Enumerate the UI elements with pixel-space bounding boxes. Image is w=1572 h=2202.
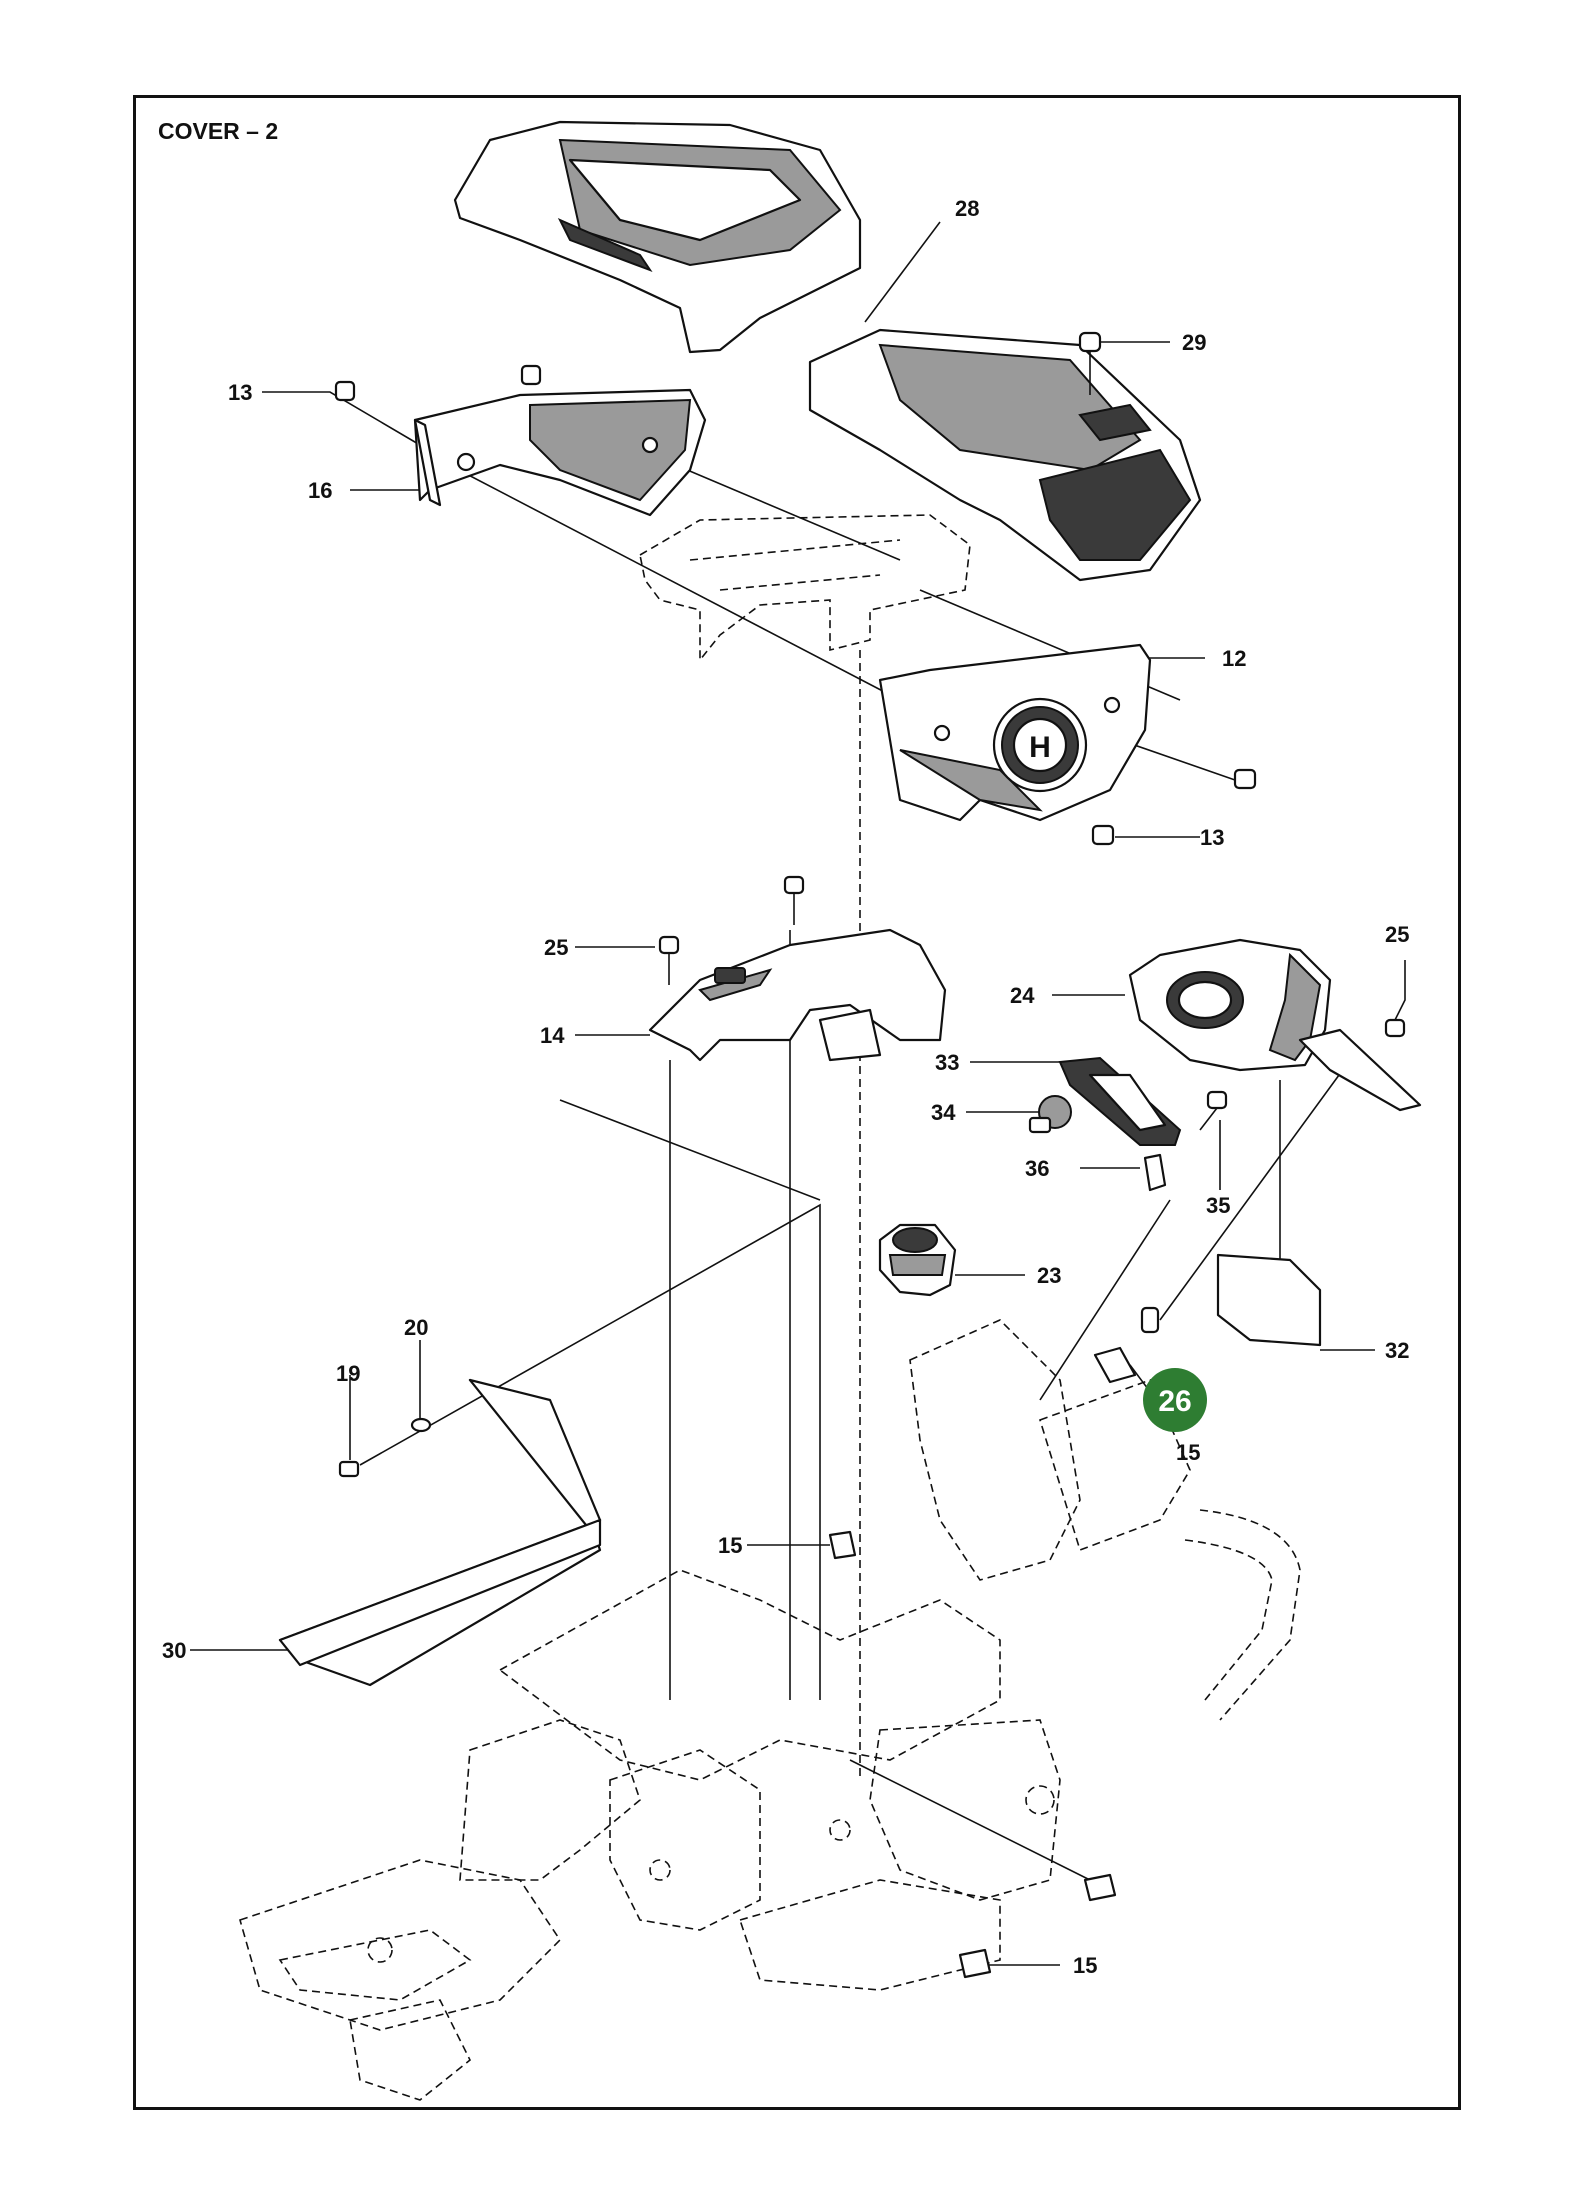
label-part-19: 19: [336, 1361, 360, 1386]
label-part-14: 14: [540, 1023, 565, 1048]
part-29-screw: [1078, 331, 1102, 395]
svg-text:H: H: [1029, 731, 1051, 764]
part-12-front-cover: H: [878, 643, 1152, 822]
label-part-16: 16: [308, 478, 332, 503]
part-36-clip: [1143, 1153, 1167, 1192]
part-35-screw: [1199, 1090, 1228, 1131]
part-16-bracket-cover: [413, 388, 707, 517]
label-part-26: 26: [1158, 1385, 1191, 1418]
part-13-screws-upper: [334, 364, 542, 402]
label-part-20: 20: [404, 1315, 428, 1340]
part-30-floor-plate: [278, 1378, 602, 1687]
label-part-29: 29: [1182, 330, 1206, 355]
highlight-circle: [1143, 1368, 1207, 1432]
label-part-34: 34: [931, 1100, 956, 1125]
label-part-25-left: 25: [544, 935, 568, 960]
leader-lines: [190, 221, 1406, 1966]
part-25-screws: [658, 875, 1406, 1038]
part-24-column-cover: [1128, 938, 1422, 1112]
part-15-clip-mid: [828, 1530, 857, 1560]
chassis-frame-dashed: [239, 514, 1301, 2101]
label-part-32: 32: [1385, 1338, 1409, 1363]
label-part-25-right: 25: [1385, 922, 1409, 947]
label-part-13-lower: 13: [1200, 825, 1224, 850]
label-part-15-right: 15: [1176, 1440, 1200, 1465]
label-part-15-bottom: 15: [1073, 1953, 1097, 1978]
page-title: COVER – 2: [158, 118, 279, 144]
part-33-switch-panel: [1058, 1056, 1182, 1146]
label-part-36: 36: [1025, 1156, 1049, 1181]
part-20-washer: [410, 1417, 432, 1433]
label-part-33: 33: [935, 1050, 959, 1075]
label-part-12: 12: [1222, 646, 1246, 671]
highlighted-part-26-badge[interactable]: 26: [1143, 1368, 1207, 1432]
part-28-top-cover: [453, 120, 1202, 582]
label-part-35: 35: [1206, 1193, 1230, 1218]
part-15-clip-right: [1093, 1346, 1137, 1384]
part-15-clip-bottom: [958, 1873, 1117, 1979]
part-26-sleeve: [1140, 1306, 1160, 1334]
label-part-30: 30: [162, 1638, 186, 1663]
part-34-knob: [1028, 1095, 1072, 1134]
part-19-screw: [338, 1460, 360, 1478]
diagram-frame: [133, 95, 1461, 2110]
label-part-28: 28: [955, 196, 979, 221]
label-part-13-upper: 13: [228, 380, 252, 405]
part-32-panel: [1216, 1253, 1322, 1347]
label-part-15-mid: 15: [718, 1533, 742, 1558]
part-13-screws-lower: [1091, 768, 1257, 846]
label-part-24: 24: [1010, 983, 1035, 1008]
part-23-boot: [878, 1223, 957, 1297]
part-14-middle-cover: [648, 928, 947, 1062]
part-labels: 28 29 13 16 12 13 25 14 24 25 33 34 36 3…: [162, 196, 1409, 1978]
label-part-23: 23: [1037, 1263, 1061, 1288]
